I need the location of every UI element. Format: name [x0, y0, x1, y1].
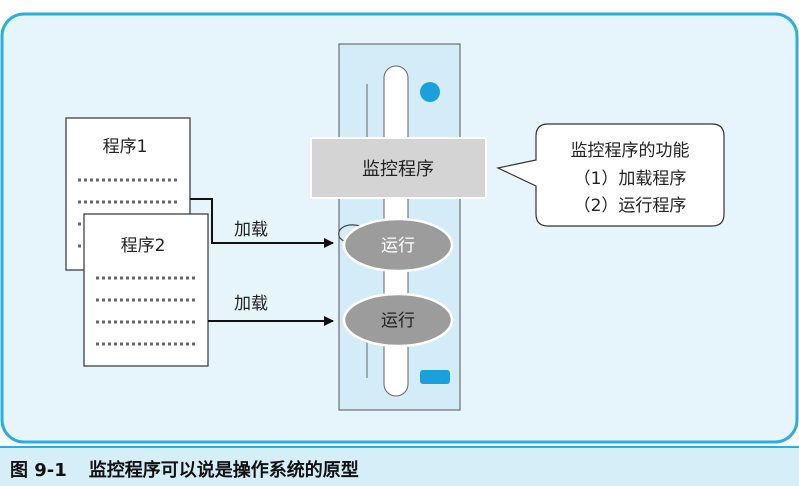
callout-item-1: （1）加载程序 [574, 169, 687, 189]
monitor-program-label: 监控程序 [362, 159, 434, 180]
load-arrow-1-label: 加载 [234, 220, 268, 240]
caption-bar [0, 446, 799, 486]
figure-number: 图 9-1 [10, 460, 67, 481]
run-oval-2-label: 运行 [381, 311, 415, 331]
figure-caption-text: 监控程序可以说是操作系统的原型 [88, 460, 359, 481]
monitor-program-box: 监控程序 [310, 137, 487, 199]
power-button-icon [420, 82, 440, 102]
figure-caption: 图 9-1 监控程序可以说是操作系统的原型 [10, 456, 359, 482]
load-arrow-1: 加载 [190, 198, 334, 248]
run-oval-1: 运行 [342, 217, 454, 273]
load-arrow-2: 加载 [208, 294, 334, 326]
status-light-icon [420, 370, 450, 384]
run-oval-1-label: 运行 [381, 236, 415, 256]
program-2-document: 程序2 [83, 213, 209, 367]
callout-item-2: （2）运行程序 [574, 196, 687, 216]
functions-callout: 监控程序的功能 （1）加载程序 （2）运行程序 [496, 123, 725, 227]
program-1-title: 程序1 [103, 137, 148, 157]
run-oval-2: 运行 [342, 292, 454, 348]
program-2-title: 程序2 [121, 236, 166, 256]
load-arrow-2-label: 加载 [234, 294, 268, 314]
callout-title: 监控程序的功能 [571, 141, 690, 161]
